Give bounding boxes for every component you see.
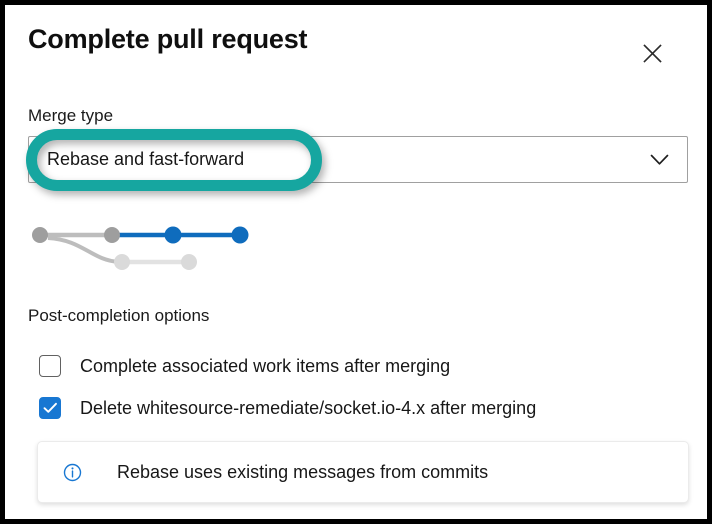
close-button[interactable] [632, 33, 672, 73]
info-banner: Rebase uses existing messages from commi… [37, 441, 689, 503]
page-title: Complete pull request [28, 24, 308, 54]
checkbox-complete-work-items[interactable] [39, 355, 61, 377]
merge-type-selected-value: Rebase and fast-forward [47, 149, 245, 169]
option-delete-branch[interactable]: Delete whitesource-remediate/socket.io-4… [39, 397, 536, 419]
merge-strategy-commit-graph [23, 213, 283, 275]
option-complete-work-items[interactable]: Complete associated work items after mer… [39, 355, 450, 377]
option-label: Delete whitesource-remediate/socket.io-4… [80, 397, 537, 418]
option-label: Complete associated work items after mer… [80, 355, 451, 376]
complete-pull-request-dialog: Complete pull request Merge type Rebase … [5, 5, 707, 519]
chevron-down-icon[interactable] [650, 137, 669, 182]
checkbox-delete-branch[interactable] [39, 397, 61, 419]
checkmark-icon [43, 402, 58, 414]
info-circle-icon [63, 463, 82, 482]
post-completion-options-label: Post-completion options [28, 306, 210, 325]
close-icon [642, 43, 663, 64]
merge-type-label: Merge type [28, 106, 114, 125]
merge-type-dropdown[interactable]: Rebase and fast-forward [28, 136, 688, 183]
info-banner-message: Rebase uses existing messages from commi… [117, 461, 489, 482]
